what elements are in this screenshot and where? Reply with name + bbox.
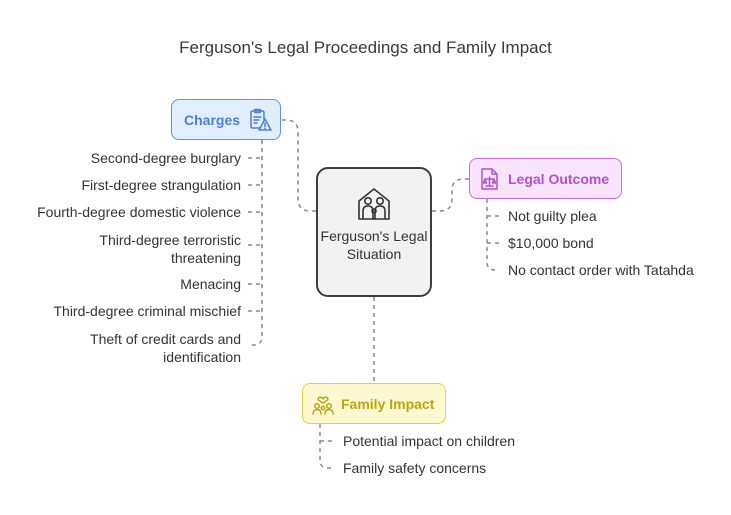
family-item: Potential impact on children bbox=[343, 433, 515, 449]
legal-outcome-node[interactable]: Legal Outcome bbox=[469, 158, 622, 199]
charges-label: Charges bbox=[184, 112, 241, 128]
outcome-item: No contact order with Tatahda bbox=[508, 262, 694, 278]
connector-center-outcome bbox=[432, 178, 469, 212]
family-tree-line bbox=[319, 424, 334, 469]
charge-item: Second-degree burglary bbox=[90, 150, 241, 166]
outcome-tree-line bbox=[486, 199, 499, 271]
charge-item: Fourth-degree domestic violence bbox=[37, 204, 241, 220]
diagram-title: Ferguson's Legal Proceedings and Family … bbox=[179, 38, 552, 57]
charge-item: Third-degree criminal mischief bbox=[53, 303, 241, 319]
charge-item: Theft of credit cards and identification bbox=[90, 331, 241, 365]
family-impact-label: Family Impact bbox=[341, 396, 435, 412]
charge-item: Menacing bbox=[180, 276, 241, 292]
family-impact-node[interactable]: Family Impact bbox=[302, 383, 446, 424]
connector-center-charges bbox=[282, 119, 316, 212]
charge-item: First-degree strangulation bbox=[81, 177, 241, 193]
center-node-label: Ferguson's Legal Situation bbox=[320, 228, 428, 262]
legal-outcome-label: Legal Outcome bbox=[508, 171, 610, 187]
outcome-item: $10,000 bond bbox=[508, 235, 594, 251]
charge-item: Third-degree terroristic threatening bbox=[99, 232, 241, 266]
document-scales-icon bbox=[478, 167, 502, 194]
center-node[interactable]: Ferguson's Legal Situation bbox=[316, 167, 432, 297]
family-item: Family safety concerns bbox=[343, 460, 487, 476]
family-heart-icon bbox=[311, 392, 335, 419]
charges-node[interactable]: Charges bbox=[171, 99, 281, 140]
outcome-item: Not guilty plea bbox=[508, 208, 597, 224]
charges-tree-line bbox=[248, 140, 263, 346]
family-house-icon bbox=[356, 187, 392, 226]
clipboard-warning-icon bbox=[248, 108, 272, 135]
